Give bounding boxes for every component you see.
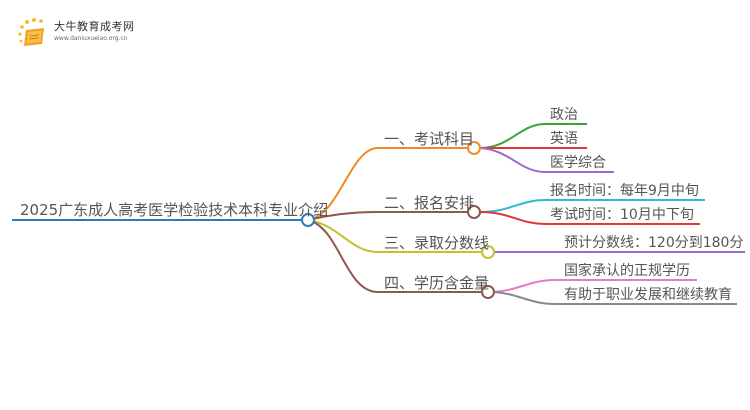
branch-3-node-circle[interactable]: [481, 245, 495, 259]
leaf-topic-1-3[interactable]: 医学综合: [550, 155, 606, 171]
connector-branch-2: [307, 211, 474, 221]
branch-2-node-circle[interactable]: [467, 205, 481, 219]
branch-topic-2[interactable]: 二、报名安排: [384, 194, 475, 212]
book-icon: [18, 18, 44, 46]
leaf-topic-4-2[interactable]: 有助于职业发展和继续教育: [564, 287, 732, 303]
connector-leaf-4-2: [493, 291, 737, 305]
connector-branch-3: [307, 219, 488, 253]
root-topic[interactable]: 2025广东成人高考医学检验技术本科专业介绍: [20, 201, 329, 219]
connector-leaf-4-1: [493, 279, 697, 293]
leaf-topic-1-2[interactable]: 英语: [550, 131, 578, 147]
branch-1-node-circle[interactable]: [467, 141, 481, 155]
logo-title: 大牛教育成考网: [54, 20, 135, 33]
leaf-topic-2-2[interactable]: 考试时间：10月中下旬: [550, 207, 694, 223]
connector-branch-1: [307, 147, 474, 221]
branch-4-node-circle[interactable]: [481, 285, 495, 299]
leaf-topic-3-1[interactable]: 预计分数线：120分到180分: [564, 235, 744, 251]
connector-leaf-1-3: [479, 147, 614, 173]
logo-url: www.daniuxueiao.org.cn: [54, 35, 128, 42]
root-node-circle[interactable]: [301, 213, 315, 227]
site-logo[interactable]: 大牛教育成考网 www.daniuxueiao.org.cn: [16, 16, 166, 48]
leaf-topic-1-1[interactable]: 政治: [550, 107, 578, 123]
connector-branch-4: [307, 219, 488, 293]
leaf-topic-2-1[interactable]: 报名时间：每年9月中旬: [550, 183, 699, 199]
connector-leaf-2-2: [479, 211, 700, 225]
branch-topic-1[interactable]: 一、考试科目: [384, 130, 475, 148]
leaf-topic-4-1[interactable]: 国家承认的正规学历: [564, 263, 690, 279]
branch-topic-4[interactable]: 四、学历含金量: [384, 274, 490, 292]
branch-topic-3[interactable]: 三、录取分数线: [384, 234, 490, 252]
